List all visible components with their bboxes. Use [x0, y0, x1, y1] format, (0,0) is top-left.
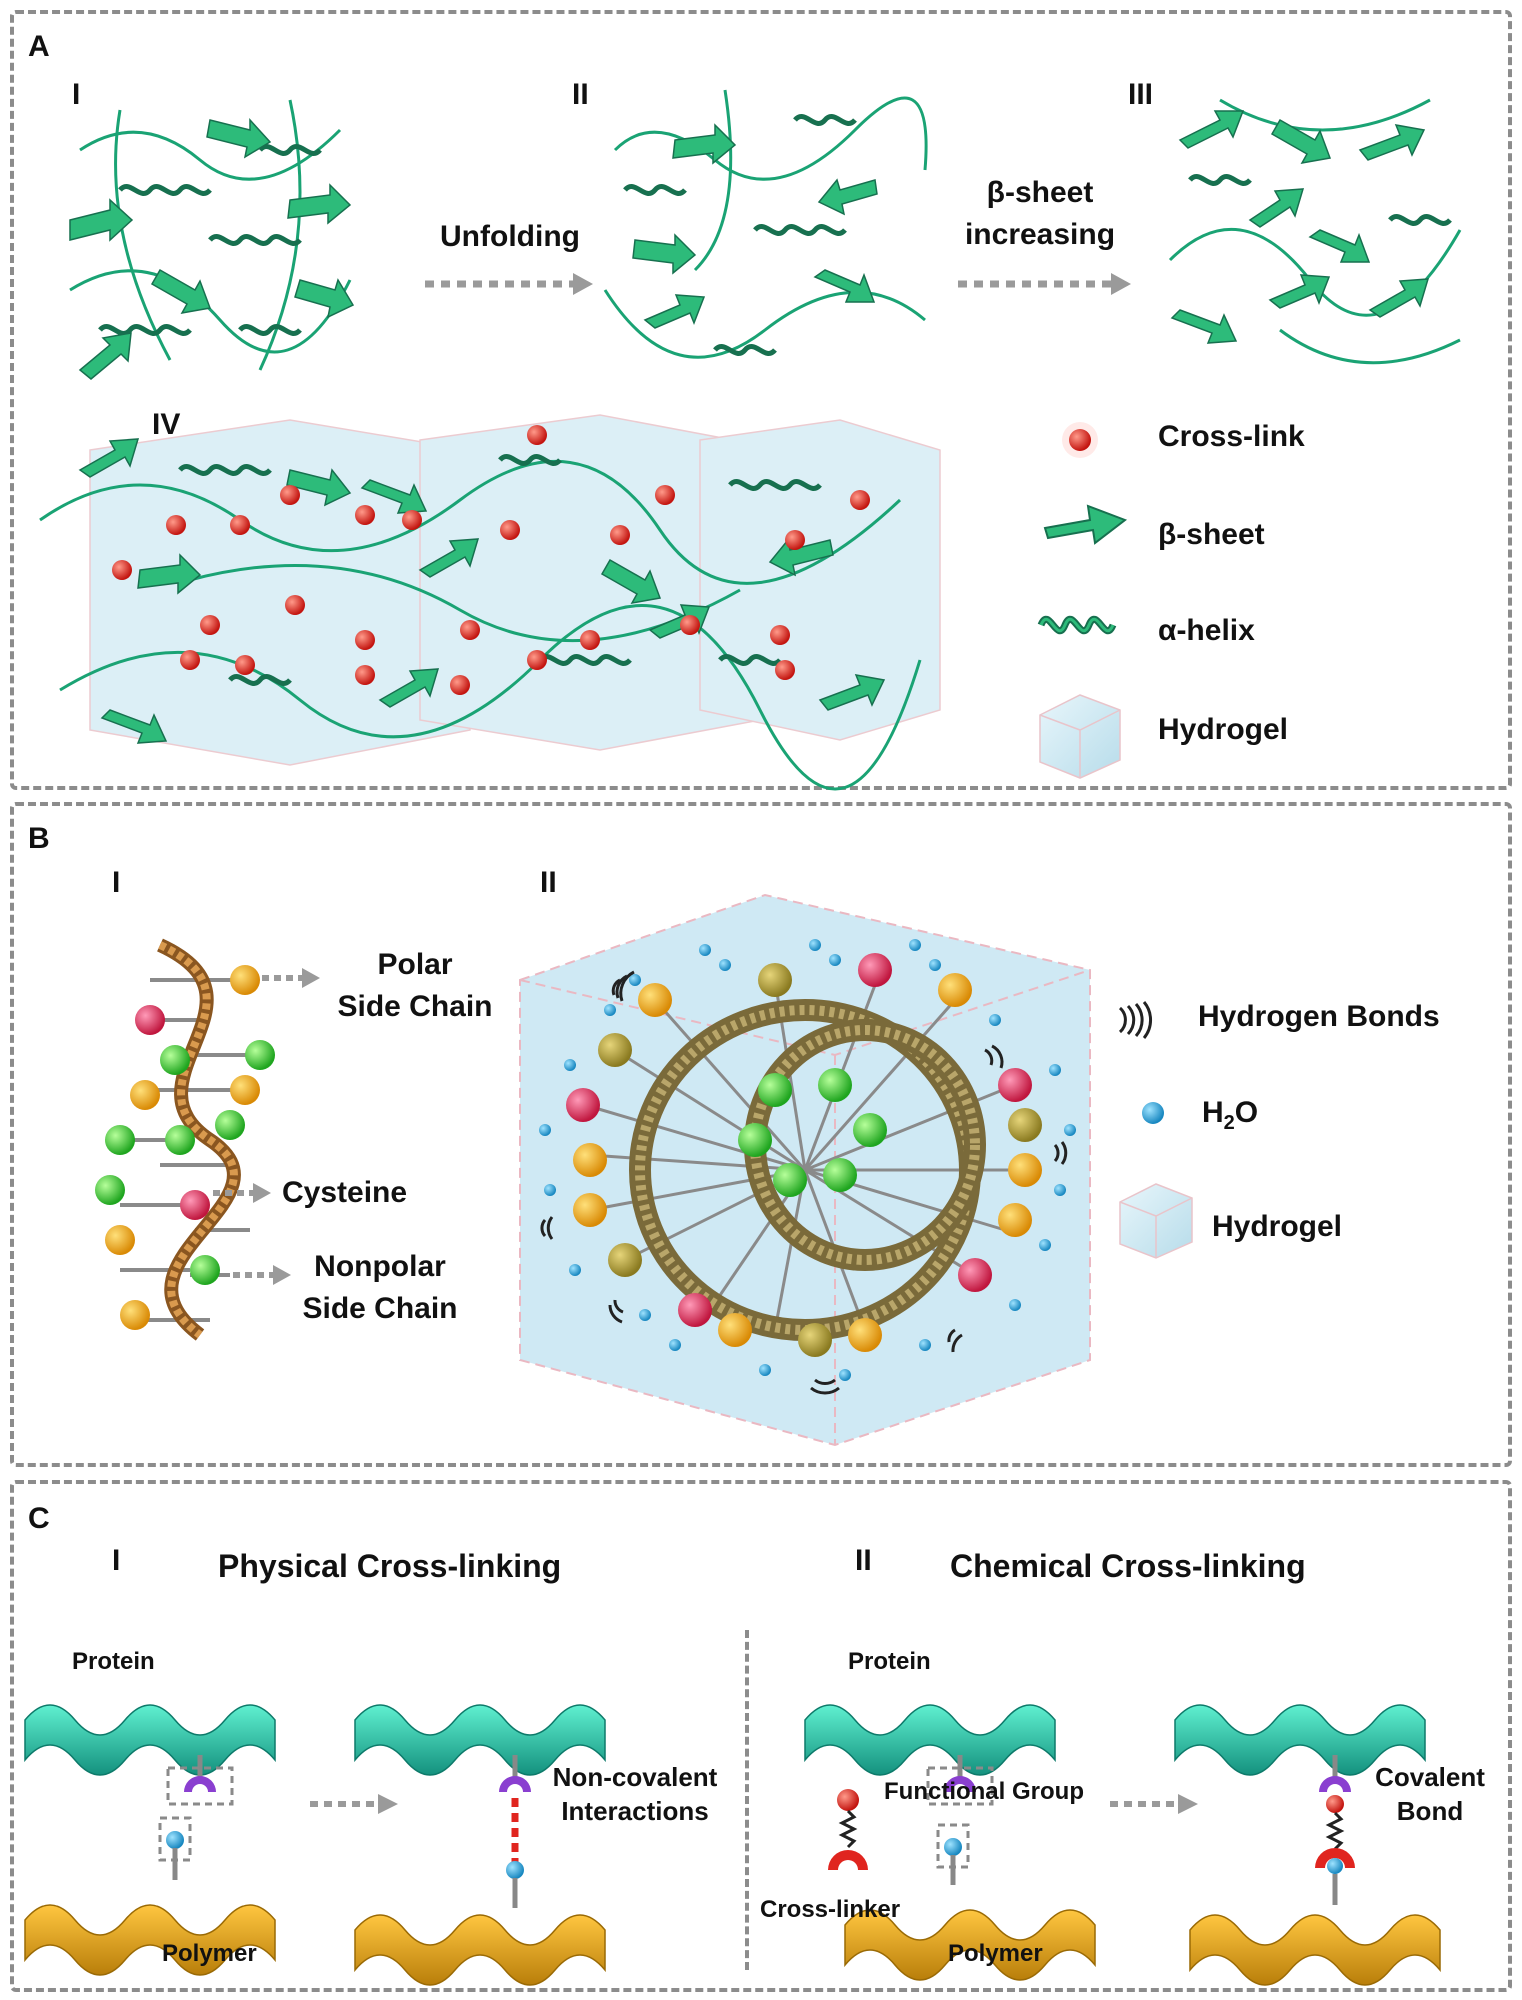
stage-b1-label: I: [112, 866, 121, 899]
protein-label-chemical: Protein: [848, 1648, 931, 1675]
panel-b-letter: B: [28, 822, 50, 855]
beta-sheet-arrow-icon: [1043, 504, 1128, 545]
panel-b: [10, 802, 1512, 1467]
water-molecule-icon: [1142, 1102, 1164, 1124]
stage-c2-label: II: [855, 1544, 872, 1577]
unfolded-protein-cluster: [603, 89, 928, 359]
panel-a: [10, 10, 1512, 790]
folded-protein-cluster: [69, 99, 355, 380]
covalent-bond-label-2: Bond: [1396, 1796, 1464, 1826]
stage-b2-label: II: [540, 866, 557, 899]
polymer-label-chemical: Polymer: [948, 1940, 1043, 1967]
hydrogel-cube-icon: [1039, 694, 1121, 779]
cysteine-pointer-arrow-icon: [213, 1183, 271, 1203]
legend-beta-sheet-label: β-sheet: [1158, 518, 1265, 551]
chemical-cross-linking-title: Chemical Cross-linking: [950, 1548, 1306, 1584]
beta-rich-protein-cluster: [1168, 98, 1462, 365]
beta-increasing-label-2: increasing: [964, 218, 1116, 251]
stage-a3-label: III: [1128, 78, 1154, 111]
physical-cross-linking-title: Physical Cross-linking: [218, 1548, 562, 1584]
nonpolar-side-chain-label-1: Nonpolar: [314, 1250, 446, 1283]
panel-a-letter: A: [28, 30, 50, 63]
hydrogel-cube-rope-illustration: [519, 893, 1091, 1447]
beta-increasing-arrow-icon: [958, 273, 1131, 295]
cysteine-label: Cysteine: [282, 1176, 408, 1209]
cross-linker-label: Cross-linker: [760, 1896, 901, 1923]
nonpolar-pointer-arrow-icon: [233, 1265, 291, 1285]
stage-c1-label: I: [112, 1544, 121, 1577]
panel-c-letter: C: [28, 1502, 50, 1535]
protein-label-physical: Protein: [72, 1648, 155, 1675]
alpha-helix-coil-icon: [1037, 615, 1117, 635]
polar-pointer-arrow-icon: [262, 968, 320, 988]
hydrogen-bonds-icon: [1118, 1001, 1152, 1039]
water-label-subscript: 2: [1223, 1112, 1235, 1134]
legend-hydrogel-label: Hydrogel: [1158, 713, 1289, 746]
covalent-bond-label-1: Covalent: [1375, 1762, 1485, 1792]
legend-alpha-helix-label: α-helix: [1158, 614, 1255, 647]
noncovalent-label-1: Non-covalent: [552, 1762, 718, 1792]
polymer-label-physical: Polymer: [162, 1940, 257, 1967]
panel-c-divider: [745, 1630, 749, 1970]
panel-c: [10, 1480, 1512, 1992]
water-label-o: O: [1234, 1096, 1259, 1129]
noncovalent-label-2: Interactions: [561, 1796, 709, 1826]
chemical-process-arrow-icon: [1110, 1794, 1198, 1814]
legend-hydrogen-bonds-label: Hydrogen Bonds: [1198, 1000, 1440, 1033]
legend-cross-link-label: Cross-link: [1158, 420, 1305, 453]
functional-group-label: Functional Group: [884, 1778, 1084, 1805]
stage-a1-label: I: [72, 78, 81, 111]
physical-process-arrow-icon: [310, 1794, 398, 1814]
nonpolar-side-chain-label-2: Side Chain: [302, 1292, 458, 1325]
polar-side-chain-label-2: Side Chain: [337, 990, 493, 1023]
hydrogel-cube-legend-icon: [1119, 1183, 1193, 1259]
hydrogel-network-illustration: [39, 414, 941, 791]
polar-side-chain-label-1: Polar: [377, 948, 453, 981]
unfolding-label: Unfolding: [440, 220, 580, 253]
stage-a2-label: II: [572, 78, 589, 111]
water-label-h: H: [1202, 1096, 1224, 1129]
protein-backbone-side-chains: [95, 938, 275, 1341]
stage-a4-label: IV: [152, 408, 181, 441]
beta-increasing-label-1: β-sheet: [986, 176, 1094, 209]
physical-before-illustration: [24, 1704, 276, 1976]
physical-after-illustration: [354, 1704, 606, 1986]
legend-water-label: H2O: [1202, 1096, 1258, 1135]
chemical-before-illustration: [804, 1704, 1096, 1981]
cross-link-dot-icon: [1062, 422, 1098, 458]
unfolding-arrow-icon: [425, 273, 593, 295]
legend-hydrogel-b-label: Hydrogel: [1212, 1210, 1343, 1243]
chemical-after-illustration: [1174, 1704, 1441, 1986]
